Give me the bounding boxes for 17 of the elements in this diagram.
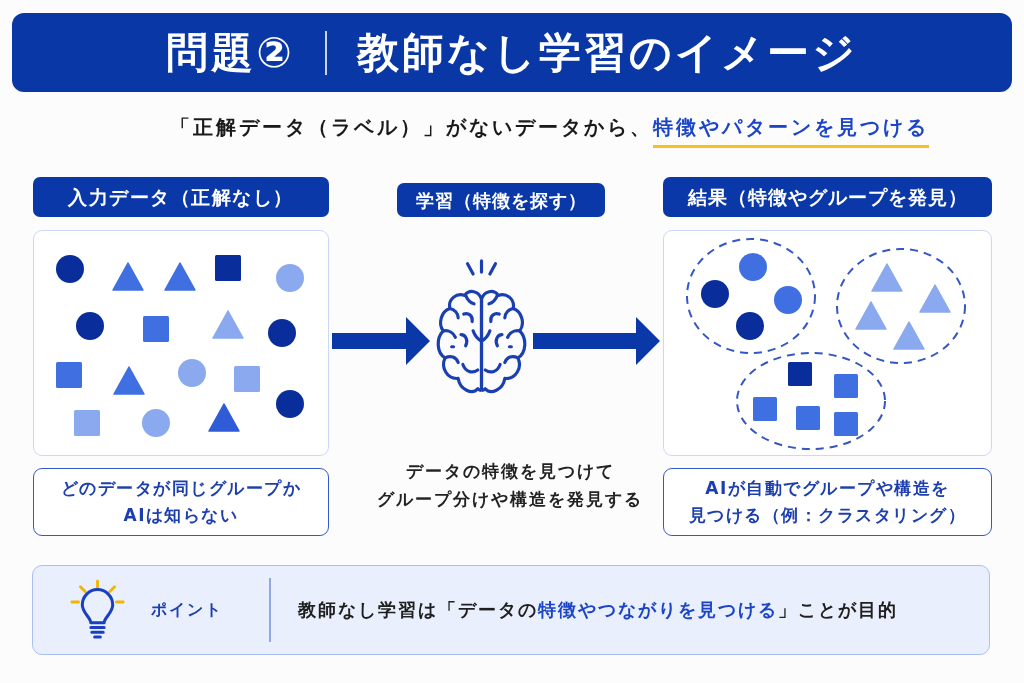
title-text: 問題② bbox=[166, 26, 295, 79]
point-text: 教師なし学習は「データの特徴やつながりを見つける」ことが目的 bbox=[298, 598, 898, 622]
section-header: 学習（特徴を探す） bbox=[397, 183, 605, 217]
note-card: どのデータが同じグループかAIは知らない bbox=[33, 468, 329, 536]
point-label: ポイント bbox=[151, 599, 223, 621]
section-header: 入力データ（正解なし） bbox=[33, 177, 329, 217]
arrow bbox=[533, 317, 660, 365]
data-panel bbox=[33, 230, 329, 456]
section-header: 結果（特徴やグループを発見） bbox=[663, 177, 992, 217]
point-panel bbox=[32, 565, 990, 655]
title-text: 教師なし学習のイメージ bbox=[356, 26, 858, 79]
description-text: データの特徴を見つけてグループ分けや構造を発見する bbox=[376, 460, 644, 511]
title-banner bbox=[12, 13, 1012, 92]
data-panel bbox=[663, 230, 992, 456]
arrow bbox=[332, 317, 430, 365]
note-card: AIが自動でグループや構造を見つける（例：クラスタリング） bbox=[663, 468, 992, 536]
subtitle-text: 「正解データ（ラベル）」がないデータから、特徴やパターンを見つける bbox=[170, 113, 929, 151]
